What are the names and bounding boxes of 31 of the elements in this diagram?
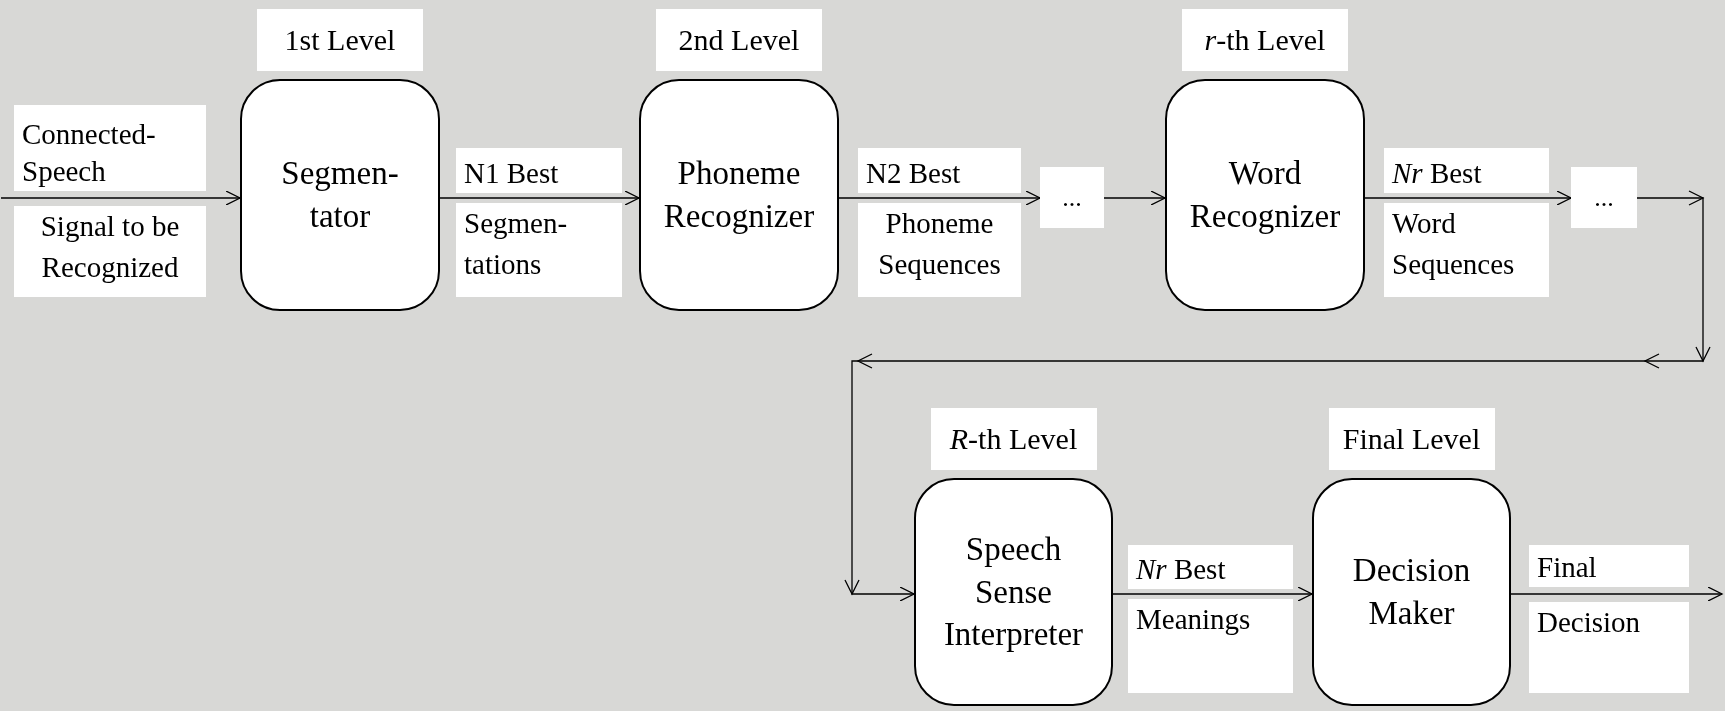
process-box [240,79,440,311]
edge-sublabel: Word Sequences [1384,203,1549,297]
ellipsis-box [1040,167,1104,228]
level-label: 1st Level [257,9,423,71]
level-label: 2nd Level [656,9,822,71]
node-label: Phoneme Recognizer [662,154,816,236]
process-box [914,478,1113,706]
edge-label: Final [1529,545,1689,587]
edge-label: N1 Best [456,148,622,193]
edge-sublabel: Segmen- tations [456,203,622,297]
edge-sublabel: Signal to be Recognized [14,206,206,297]
level-label: R-th Level [930,408,1097,470]
process-box [1165,79,1365,311]
process-box [1312,478,1511,706]
node-label: Speech Sense Interpreter [942,529,1085,655]
node-label: Decision Maker [1351,551,1472,633]
edge-sublabel: Meanings [1128,599,1293,693]
edge-label: Nr Best [1128,545,1293,589]
edge-sublabel: Phoneme Sequences [858,203,1021,297]
node-label: ... [1062,184,1082,211]
edge-label: N2 Best [858,148,1021,193]
edge-label: Connected- Speech [14,105,206,191]
level-label: r-th Level [1182,9,1348,71]
node-label: ... [1594,184,1614,211]
edge-sublabel: Decision [1529,602,1689,693]
edge-label: Nr Best [1384,148,1549,193]
level-label: Final Level [1328,408,1495,470]
node-label: Segmen- tator [280,154,400,236]
node-label: Word Recognizer [1188,154,1342,236]
process-box [639,79,839,311]
ellipsis-box [1571,167,1637,228]
